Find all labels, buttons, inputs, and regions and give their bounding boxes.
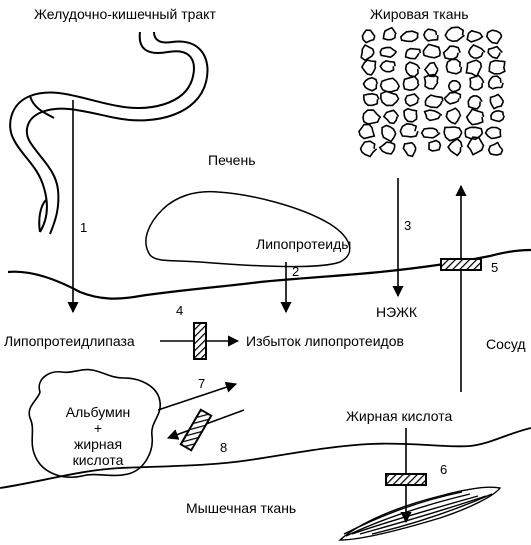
block-5 xyxy=(440,258,482,271)
fat-cell xyxy=(359,140,378,158)
fat-cell xyxy=(381,124,397,143)
fat-cell xyxy=(423,109,443,122)
vessel-lower-wall xyxy=(0,427,531,489)
fat-cell xyxy=(404,93,420,107)
fat-cell xyxy=(487,75,504,90)
fat-cell xyxy=(445,107,462,125)
fat-cell xyxy=(490,109,506,123)
fat-cell xyxy=(443,126,463,142)
fat-cell xyxy=(467,95,483,110)
fat-cell xyxy=(466,136,485,156)
fat-cell xyxy=(402,141,417,158)
label-lipoprotein-lipase: Липопротеидлипаза xyxy=(4,333,135,349)
fat-cell xyxy=(423,28,439,42)
label-fatty-acid-line1: жирная xyxy=(73,436,123,452)
fat-cell xyxy=(404,61,421,78)
fat-cell xyxy=(382,109,400,125)
step-number-2: 2 xyxy=(292,264,300,279)
fat-cell xyxy=(399,30,419,43)
label-plus: + xyxy=(93,420,103,436)
label-muscle: Мышечная ткань xyxy=(186,500,297,516)
fat-cell xyxy=(447,80,462,93)
step-number-3: 3 xyxy=(404,218,412,233)
fat-cell xyxy=(447,138,463,157)
vessel-upper-wall xyxy=(7,248,531,300)
step-number-8: 8 xyxy=(220,440,228,455)
label-fatty-acid: Жирная кислота xyxy=(346,408,453,424)
fat-cell xyxy=(423,73,439,90)
fat-cell xyxy=(358,123,376,140)
fat-cell xyxy=(443,91,462,105)
block-8 xyxy=(179,408,213,452)
fat-cell xyxy=(424,94,444,109)
fat-cell xyxy=(467,44,486,59)
fat-cell xyxy=(360,43,375,62)
fat-cell xyxy=(362,76,379,92)
fat-cell xyxy=(465,59,483,78)
label-liver: Печень xyxy=(208,152,256,168)
albumin-blob xyxy=(28,368,161,478)
fat-cell xyxy=(445,58,463,75)
step-number-1: 1 xyxy=(80,220,88,235)
fat-cell xyxy=(402,75,420,92)
label-excess-lipoproteins: Избыток липопротеидов xyxy=(246,333,404,349)
fat-cell xyxy=(378,141,396,155)
fat-cell xyxy=(361,29,376,44)
fat-cell xyxy=(487,141,504,156)
fat-cell xyxy=(360,59,377,76)
fat-cell xyxy=(488,59,506,75)
fat-cell xyxy=(464,126,484,141)
muscle-spindle xyxy=(338,486,502,541)
fat-cell xyxy=(379,59,396,73)
label-adipose: Жировая ткань xyxy=(370,6,469,22)
liver-shape xyxy=(145,190,351,268)
fat-cell xyxy=(422,43,441,59)
fat-cell xyxy=(379,77,401,93)
fat-cell xyxy=(442,45,461,60)
fat-cell xyxy=(485,29,503,45)
fat-cell xyxy=(444,26,465,43)
fat-cell xyxy=(469,74,485,91)
fat-cell xyxy=(379,90,400,107)
fat-cell xyxy=(466,29,484,43)
label-fatty-acid-line2: кислота xyxy=(72,452,124,468)
label-albumin: Альбумин xyxy=(65,404,131,420)
gi-tract-shape xyxy=(9,31,209,235)
fat-cell xyxy=(487,45,503,60)
fat-cell xyxy=(404,47,422,60)
fat-cell xyxy=(428,139,442,152)
fat-cell xyxy=(403,107,418,123)
fat-cell xyxy=(362,92,380,107)
fat-cell xyxy=(382,26,397,41)
fat-cell xyxy=(362,109,382,125)
fat-cell xyxy=(379,46,398,59)
arrow-7 xyxy=(157,381,238,411)
block-4 xyxy=(193,322,207,360)
fat-cell xyxy=(399,122,419,138)
step-number-6: 6 xyxy=(440,462,448,477)
fat-cell xyxy=(465,108,485,126)
block-6 xyxy=(385,473,427,486)
step-number-4: 4 xyxy=(176,303,184,318)
fat-cell xyxy=(484,126,502,140)
label-nefa: НЭЖК xyxy=(376,304,418,320)
step-number-7: 7 xyxy=(198,376,206,391)
label-vessel: Сосуд xyxy=(486,336,526,352)
fat-cell xyxy=(489,93,505,110)
fat-cell xyxy=(420,127,441,139)
label-gi-tract: Желудочно-кишечный тракт xyxy=(34,6,216,22)
step-number-5: 5 xyxy=(491,260,499,275)
label-lipoproteins: Липопротеиды xyxy=(256,236,352,252)
adipose-tissue-shape xyxy=(358,26,506,158)
